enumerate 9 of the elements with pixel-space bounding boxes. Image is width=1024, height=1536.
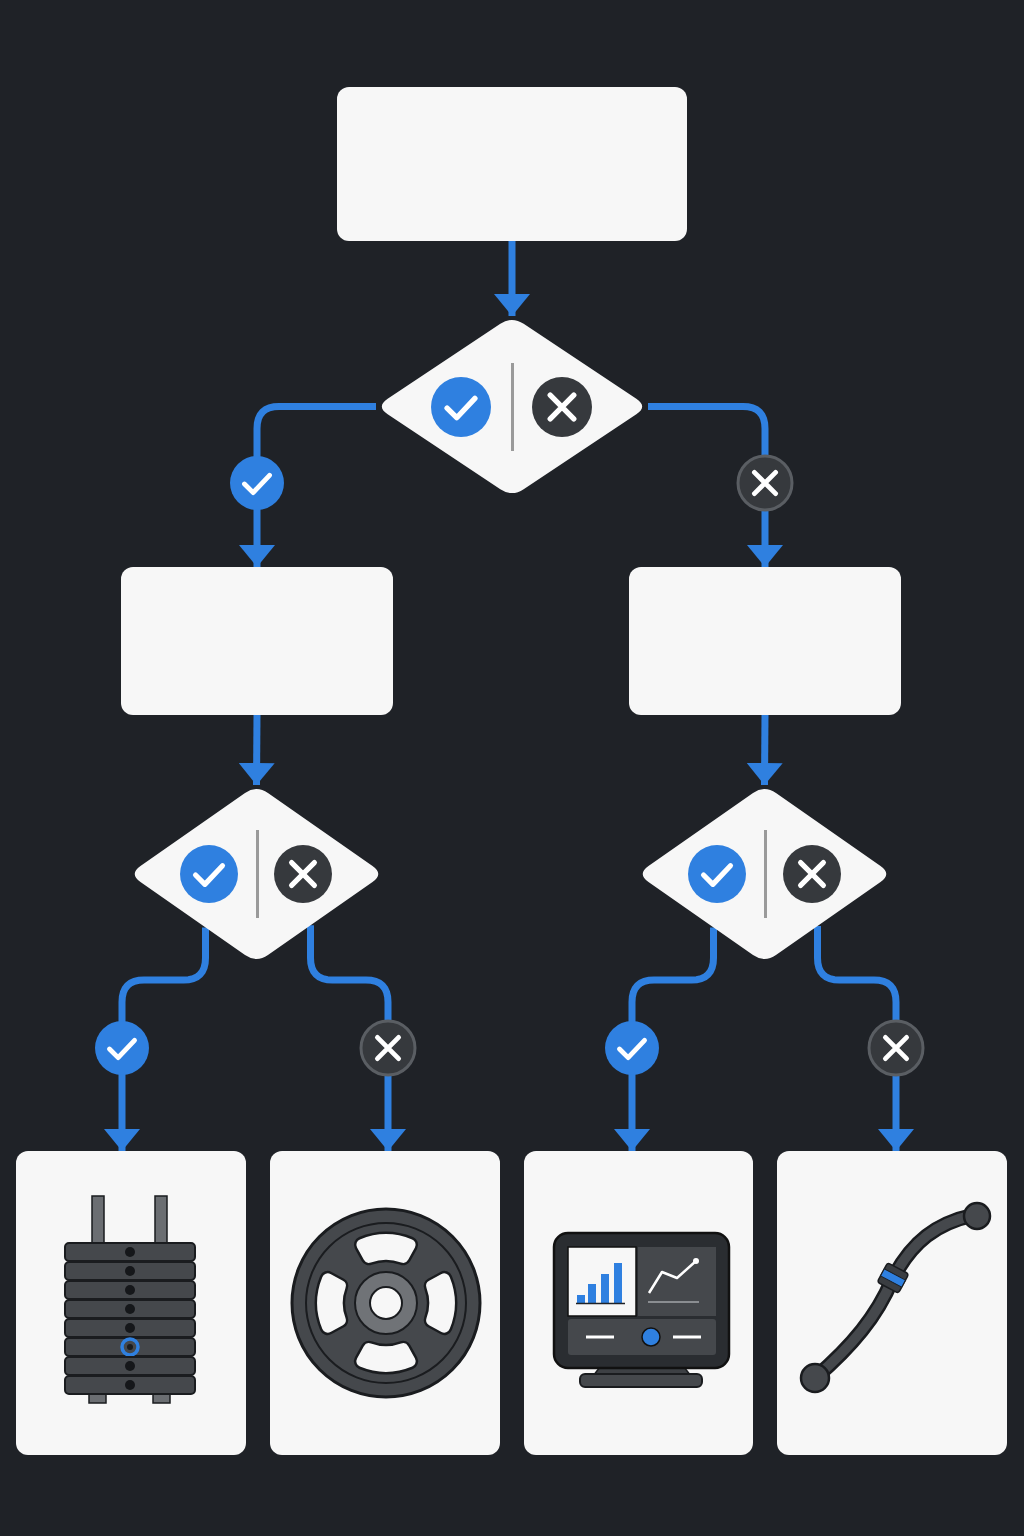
process-box <box>629 567 901 715</box>
process-box <box>337 87 687 241</box>
picture-card <box>270 1151 500 1455</box>
picture-card <box>524 1151 753 1455</box>
arrow <box>238 714 275 786</box>
process-box <box>121 567 393 715</box>
picture-card <box>777 1151 1007 1455</box>
picture-card <box>16 1151 246 1455</box>
arrow <box>746 714 783 786</box>
